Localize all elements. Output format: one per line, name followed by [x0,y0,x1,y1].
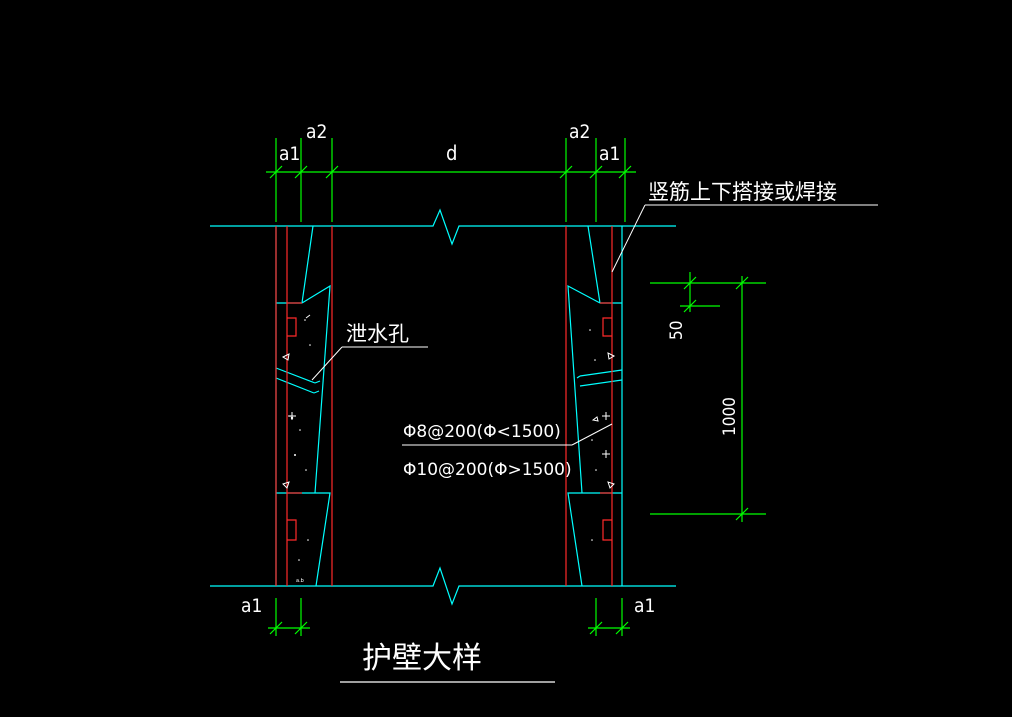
bottom-dimension-group [268,598,630,636]
right-wall [565,225,623,587]
rebar-spec-small: Φ8@200(Φ<1500) [403,422,561,442]
left-wall-small-mark: a.b [296,578,304,584]
top-dimension-group [266,138,636,222]
dim-a1-left-label: a1 [279,143,300,165]
leader-lines [311,204,878,446]
break-lines [210,208,676,606]
dim-50-label: 50 [667,321,687,340]
right-dimension-group [650,272,766,522]
drawing-title: 护壁大样 [362,641,482,676]
dim-1000-label: 1000 [720,397,740,436]
dim-a1-right-label: a1 [599,143,620,165]
dim-a1-bottom-left-label: a1 [241,595,262,617]
dim-a2-left-label: a2 [306,121,327,143]
dim-d-label: d [446,141,457,165]
left-wall: a.b [275,225,333,587]
rebar-spec-large: Φ10@200(Φ>1500) [403,460,572,480]
drain-hole-label: 泄水孔 [346,322,409,346]
vertical-bar-note: 竖筋上下搭接或焊接 [648,180,837,204]
dim-a1-bottom-right-label: a1 [634,595,655,617]
dim-a2-right-label: a2 [569,121,590,143]
